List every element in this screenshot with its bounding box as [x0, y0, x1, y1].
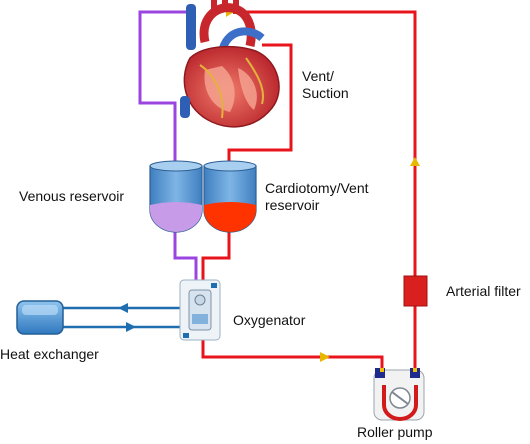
cardiotomy-reservoir-label: Cardiotomy/Vent reservoir	[265, 180, 369, 214]
oxygenator-label: Oxygenator	[233, 312, 306, 328]
vent-suction-label: Vent/ Suction	[302, 68, 349, 102]
arrow-to-heater	[118, 303, 128, 313]
vent-suction-label-line2: Suction	[302, 85, 349, 101]
heat-exchanger-label: Heat exchanger	[0, 346, 99, 362]
heart-icon	[180, 0, 280, 128]
cardiotomy-label-line2: reservoir	[265, 197, 320, 213]
arrow-up-lower	[410, 157, 420, 166]
heat-exchanger-icon	[16, 300, 64, 335]
vent-suction-label-line1: Vent/	[302, 68, 334, 84]
arterial-filter-icon	[403, 275, 428, 307]
roller-pump-label: Roller pump	[357, 424, 433, 440]
oxygenator-icon	[179, 279, 221, 341]
arterial-line	[201, 10, 417, 372]
venous-line	[138, 10, 198, 282]
flow-arrows	[118, 7, 420, 362]
cardiotomy-label-line1: Cardiotomy/Vent	[265, 180, 369, 196]
arterial-filter-label: Arterial filter	[446, 283, 521, 299]
venous-reservoir	[149, 160, 203, 233]
arrow-to-pump	[320, 352, 330, 362]
cardiotomy-reservoir	[203, 160, 257, 233]
arrow-to-oxygenator	[126, 322, 136, 332]
venous-reservoir-label: Venous reservoir	[19, 188, 125, 204]
roller-pump-icon	[373, 368, 425, 421]
